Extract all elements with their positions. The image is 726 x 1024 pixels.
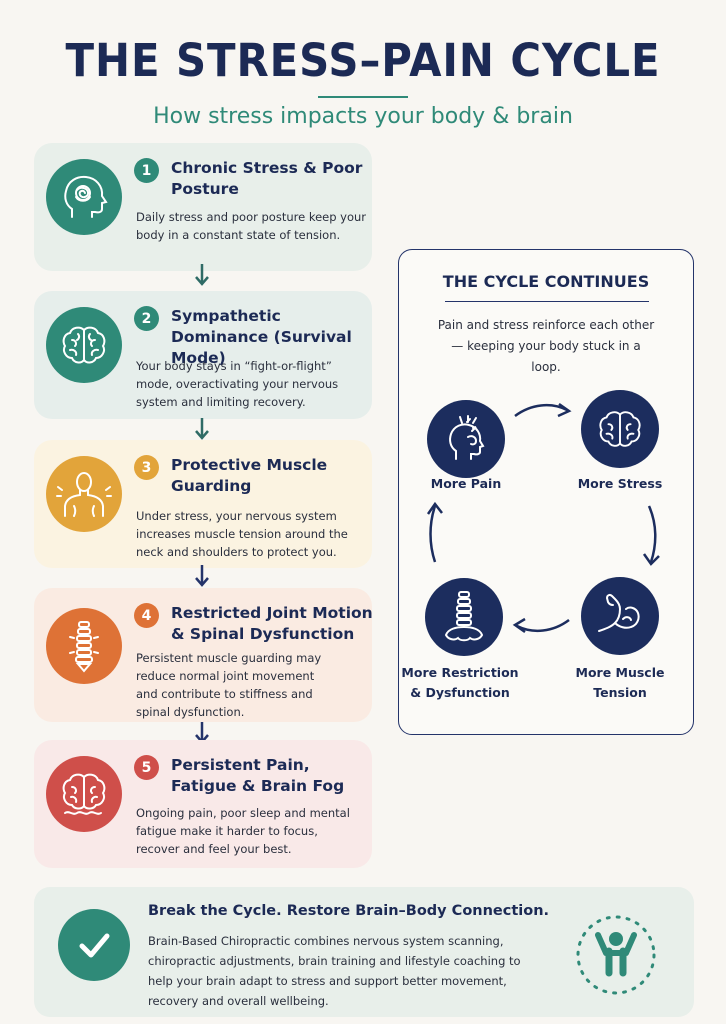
foggy-brain-icon	[46, 756, 122, 832]
step-description: Ongoing pain, poor sleep and mental fati…	[136, 806, 350, 856]
footer-title: Break the Cycle. Restore Brain–Body Conn…	[148, 903, 550, 919]
arrow-down-icon	[195, 418, 209, 440]
cycle-node-label: More Stress	[577, 476, 663, 491]
step-title: Protective Muscle Guarding	[171, 456, 328, 495]
step-description: Under stress, your nervous system increa…	[136, 509, 348, 559]
cycle-arrow-right	[514, 402, 572, 418]
page-subtitle: How stress impacts your body & brain	[153, 104, 573, 129]
step-card-5: 5 Persistent Pain, Fatigue & Brain Fog O…	[34, 740, 372, 868]
step-card-2: 2 Sympathetic Dominance (Survival Mode) …	[34, 291, 372, 419]
tense-shoulders-icon	[46, 456, 122, 532]
step-number-badge: 5	[134, 755, 159, 780]
step-title: Sympathetic Dominance (Survival Mode)	[171, 307, 352, 367]
step-description: Daily stress and poor posture keep your …	[136, 210, 367, 242]
call-to-action-panel: Break the Cycle. Restore Brain–Body Conn…	[34, 887, 694, 1017]
flexed-arm-icon	[581, 577, 659, 655]
cycle-divider	[445, 301, 649, 302]
spine-icon	[46, 608, 122, 684]
step-title: Chronic Stress & Poor Posture	[171, 159, 363, 198]
step-number-badge: 2	[134, 306, 159, 331]
step-number-badge: 1	[134, 158, 159, 183]
cycle-title: THE CYCLE CONTINUES	[442, 272, 650, 291]
cycle-arrow-left	[512, 617, 570, 634]
step-card-1: 1 Chronic Stress & Poor Posture Daily st…	[34, 143, 372, 271]
step-title: Restricted Joint Motion & Spinal Dysfunc…	[171, 604, 373, 643]
head-pain-icon	[427, 400, 505, 478]
step-description: Your body stays in “fight-or-flight” mod…	[136, 359, 339, 409]
cycle-arrow-up	[426, 501, 443, 563]
cycle-description: Pain and stress reinforce each other— ke…	[437, 318, 655, 374]
arrow-down-icon	[195, 565, 209, 587]
raised-arms-person-icon	[576, 915, 656, 995]
step-title: Persistent Pain, Fatigue & Brain Fog	[171, 756, 345, 795]
step-number-badge: 3	[134, 455, 159, 480]
step-description: Persistent muscle guarding may reduce no…	[136, 651, 322, 719]
step-card-4: 4 Restricted Joint Motion & Spinal Dysfu…	[34, 588, 373, 722]
spine-pelvis-icon	[425, 578, 503, 656]
brain-icon	[46, 307, 122, 383]
cycle-node-label: More Muscle Tension	[575, 665, 665, 700]
page-title: THE STRESS–PAIN CYCLE	[65, 34, 661, 87]
brain-icon	[581, 390, 659, 468]
cycle-arrow-down	[642, 505, 660, 566]
stressed-head-icon	[46, 159, 122, 235]
arrow-down-icon	[195, 264, 209, 286]
cycle-node-label: More Pain	[430, 476, 502, 491]
step-card-3: 3 Protective Muscle Guarding Under stres…	[34, 440, 372, 568]
step-number-badge: 4	[134, 603, 159, 628]
title-divider	[318, 96, 408, 98]
checkmark-icon	[58, 909, 130, 981]
cycle-node-label: More Restriction & Dysfunction	[401, 665, 519, 700]
footer-description: Brain-Based Chiropractic combines nervou…	[148, 934, 521, 1008]
cycle-panel: THE CYCLE CONTINUES Pain and stress rein…	[398, 249, 694, 735]
